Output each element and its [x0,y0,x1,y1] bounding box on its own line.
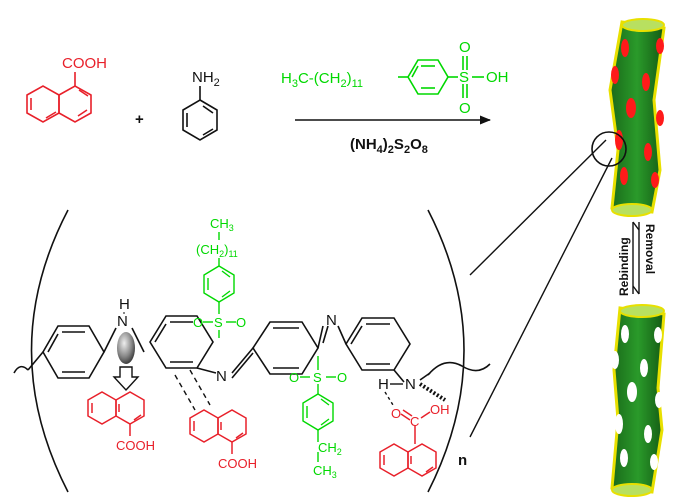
naphthoic-acid-molecule [26,72,92,123]
zoom-circle [591,131,627,167]
left-repeat-bracket [30,209,69,493]
lower-o-left-label: O [289,370,299,385]
polymer-ch3-label: CH3 [210,216,234,233]
right-repeat-bracket [427,209,465,493]
nanotube-empty [610,304,666,497]
n-methyl-hash-bond [418,382,447,402]
dbsa-o-bottom-label: O [459,100,471,117]
filled-cavities [611,38,664,188]
oxidant-label: (NH4)2S2O8 [350,136,428,156]
cooh-label-1: COOH [116,438,155,453]
dbsa-oh-label: OH [486,69,509,86]
removal-label: Removal [643,224,657,274]
removal-arrow-head [632,285,640,295]
dbsa-o-top-label: O [459,39,471,56]
amine-h2-label: H [378,376,389,393]
empty-cavities [611,325,663,470]
pi-stack-dash-2 [189,369,211,406]
dbsa-alkyl-label: H3C-(CH2)11 [281,70,363,90]
dbsa-sulfur-label: S [459,69,469,86]
aniline-nh2-label: NH2 [192,69,220,89]
polymer-dbsa-ring [203,258,236,338]
lower-ch3-label: CH3 [313,463,337,480]
plus-sign: + [135,111,144,128]
lower-ch2-label: CH2 [318,440,342,457]
polymer-chain-label: (CH2)11 [196,242,238,259]
imine-n2-label: N [326,312,337,329]
zoom-line-2 [469,157,613,438]
rebinding-arrow-head [632,221,640,231]
template-bead-icon [117,332,135,364]
lower-o-right-label: O [337,370,347,385]
polymer-backbone [13,315,491,383]
polymer-o-left-label: O [193,315,203,330]
naphthoic-acid-cooh-label: COOH [62,55,107,72]
down-arrow-icon [112,366,140,392]
zoom-line-1 [469,139,607,276]
red-naphthalene-3 [379,409,437,477]
red-naphthalene-2 [189,409,247,454]
n-right-bond [419,372,431,381]
acid-oh-label: OH [430,402,450,417]
aniline-molecule [182,86,218,141]
amine-n2-label: N [405,376,416,393]
imine-n1-label: N [216,368,227,385]
polymer-sulfonate-lower [300,356,336,462]
amine-h1-label: H [119,296,130,313]
pi-stack-dash-1 [174,374,196,411]
red-naphthalene-1 [87,391,145,436]
nanotube-doped [608,18,666,217]
h-bond-dash [384,391,394,406]
acid-c-label: C [410,414,419,429]
cooh-label-2: COOH [218,456,257,471]
lower-sulfur-label: S [313,370,322,385]
repeat-n-label: n [458,452,467,469]
rebinding-label: Rebinding [617,237,631,296]
amine-n1-label: N [117,313,128,330]
dbsa-ring [398,56,484,98]
polymer-o-right-label: O [236,315,246,330]
hbond-o-label: O [391,406,401,421]
polymer-sulfur-label: S [214,315,223,330]
